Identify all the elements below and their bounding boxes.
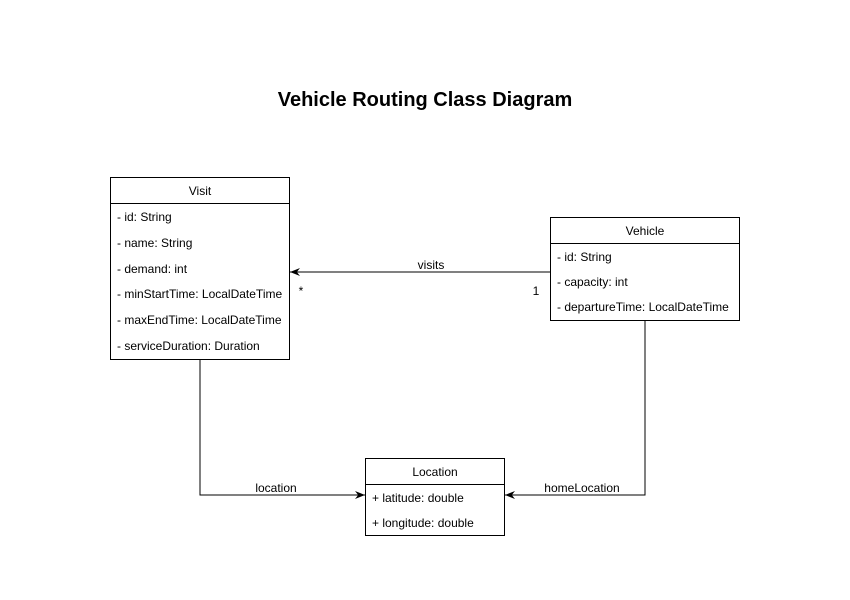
multiplicity-vehicle-one: 1	[532, 284, 540, 298]
edge-label-homelocation: homeLocation	[544, 481, 620, 495]
class-attribute: - demand: int	[117, 261, 188, 276]
class-box-vehicle[interactable]: Vehicle - id: String - capacity: int - dep…	[550, 217, 740, 321]
class-attributes-visit: - id: String - name: String - demand: int -…	[111, 204, 289, 359]
class-attributes-vehicle: - id: String - capacity: int - departureTi…	[551, 244, 739, 320]
class-attribute: - maxEndTime: LocalDateTime	[117, 313, 282, 328]
class-box-location[interactable]: Location + latitude: double + longitude: …	[365, 458, 505, 536]
class-attribute: + latitude: double	[372, 490, 464, 505]
class-attribute: - capacity: int	[557, 274, 628, 289]
class-box-visit[interactable]: Visit - id: String - name: String - demand…	[110, 177, 290, 360]
class-attribute: - minStartTime: LocalDateTime	[117, 287, 283, 302]
edge-label-visits: visits	[417, 258, 445, 272]
class-attributes-location: + latitude: double + longitude: double	[366, 485, 504, 535]
class-attribute: - departureTime: LocalDateTime	[557, 300, 729, 315]
class-name-location: Location	[366, 459, 504, 485]
class-attribute: + longitude: double	[372, 515, 474, 530]
class-name-visit: Visit	[111, 178, 289, 204]
diagram-title: Vehicle Routing Class Diagram	[277, 89, 573, 111]
class-attribute: - name: String	[117, 235, 193, 250]
edge-homeLocation[interactable]	[505, 321, 646, 499]
class-name-vehicle: Vehicle	[551, 218, 739, 244]
class-attribute: - id: String	[117, 209, 172, 224]
edge-label-location: location	[255, 481, 297, 495]
edge-location[interactable]	[199, 360, 365, 499]
class-attribute: - id: String	[557, 249, 612, 264]
multiplicity-visit-many: *	[298, 284, 304, 298]
class-attribute: - serviceDuration: Duration	[117, 339, 260, 354]
